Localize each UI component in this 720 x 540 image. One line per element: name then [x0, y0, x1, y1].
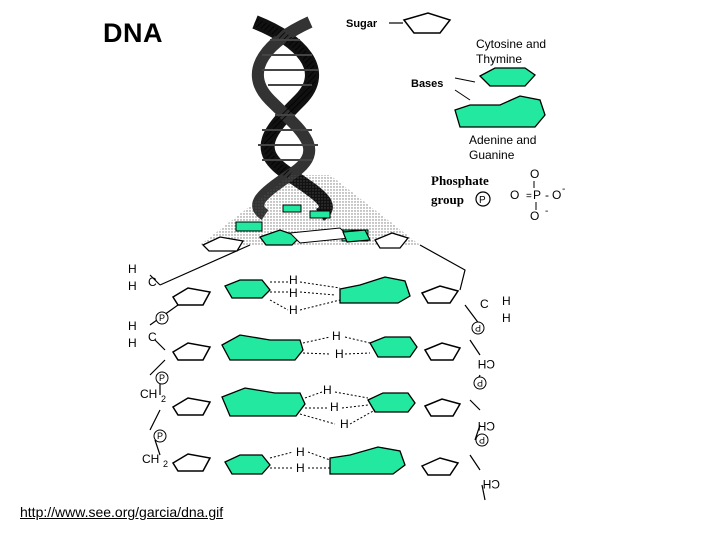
atom-C: C	[148, 330, 157, 344]
formula-charge-bottom: -	[545, 206, 548, 217]
atom-H: H	[502, 311, 511, 325]
legend-pyrimidine-line2: Thymine	[476, 52, 522, 66]
svg-text:-: -	[545, 188, 549, 202]
formula-P: P	[533, 188, 541, 202]
svg-text:=: =	[526, 191, 532, 202]
formula-O-top: O	[530, 167, 539, 181]
atom-H: H	[128, 319, 137, 333]
group-CH2-rotated: CH	[483, 477, 500, 491]
source-url-link[interactable]: http://www.see.org/garcia/dna.gif	[20, 504, 223, 520]
svg-text:P: P	[159, 313, 165, 323]
svg-text:P: P	[477, 378, 483, 388]
atom-H: H	[289, 273, 298, 287]
double-helix	[200, 22, 420, 245]
purine	[340, 277, 410, 303]
sugar	[422, 458, 458, 475]
svg-text:P: P	[157, 431, 163, 441]
group-CH2-rotated: CH	[478, 419, 495, 433]
hydrogen-bonds	[270, 282, 375, 468]
legend-pyrimidine-shape	[480, 68, 535, 86]
svg-text:P: P	[159, 373, 165, 383]
sugar	[173, 288, 210, 305]
svg-text:P: P	[475, 323, 481, 333]
legend-pyrimidine-line1: Cytosine and	[476, 37, 546, 51]
pyrimidine	[225, 280, 270, 298]
base-pair-row-4	[173, 388, 460, 416]
atom-C: C	[480, 297, 489, 311]
legend-phosphate-line2: group	[431, 192, 464, 208]
formula-O-right: O	[552, 188, 561, 202]
base-pair-row-2	[173, 277, 458, 305]
legend-phosphate-line1: Phosphate	[431, 173, 489, 189]
atom-H: H	[330, 400, 339, 414]
group-CH2-sub: 2	[163, 459, 168, 469]
phosphate-formula: O O = P - O - O -	[510, 167, 565, 223]
atom-H: H	[289, 286, 298, 300]
formula-O-bottom: O	[530, 209, 539, 223]
atom-H: H	[128, 336, 137, 350]
group-CH2: CH	[140, 387, 157, 401]
purine	[222, 335, 303, 360]
legend-bases-label: Bases	[411, 77, 443, 91]
sugar	[422, 286, 458, 303]
base-pair-row-3	[173, 335, 460, 360]
group-CH2-sub: 2	[161, 394, 166, 404]
formula-charge-right: -	[562, 184, 565, 195]
sugar	[173, 343, 210, 360]
atom-H: H	[296, 461, 305, 475]
sugar	[425, 399, 460, 416]
sugar	[173, 398, 210, 415]
atom-H: H	[332, 329, 341, 343]
atom-H: H	[340, 417, 349, 431]
pyrimidine	[225, 455, 270, 474]
purine	[330, 447, 405, 474]
phosphate-circles: P P P P P P	[154, 312, 488, 446]
group-CH2: CH	[142, 452, 159, 466]
legend-sugar-pentagon	[404, 13, 450, 33]
pyrimidine	[368, 393, 415, 412]
pyrimidine	[370, 337, 417, 357]
group-CH2-rotated: CH	[478, 357, 495, 371]
sugar	[173, 454, 210, 471]
atom-H: H	[323, 383, 332, 397]
sugar	[425, 343, 460, 360]
formula-O-left: O	[510, 188, 519, 202]
atom-H: H	[289, 303, 298, 317]
atom-H: H	[128, 262, 137, 276]
atom-H: H	[502, 294, 511, 308]
phosphate-legend-P: P	[479, 195, 486, 206]
atom-H: H	[296, 445, 305, 459]
atom-H: H	[335, 347, 344, 361]
purine	[222, 388, 305, 416]
atom-H: H	[128, 279, 137, 293]
legend-purine-line2: Guanine	[469, 148, 514, 162]
legend-purine-line1: Adenine and	[469, 133, 536, 147]
svg-text:P: P	[479, 435, 485, 445]
atom-C: C	[148, 275, 157, 289]
legend-sugar-label: Sugar	[346, 17, 377, 31]
legend-purine-shape	[455, 96, 545, 127]
base-pair-row-5	[173, 447, 458, 475]
